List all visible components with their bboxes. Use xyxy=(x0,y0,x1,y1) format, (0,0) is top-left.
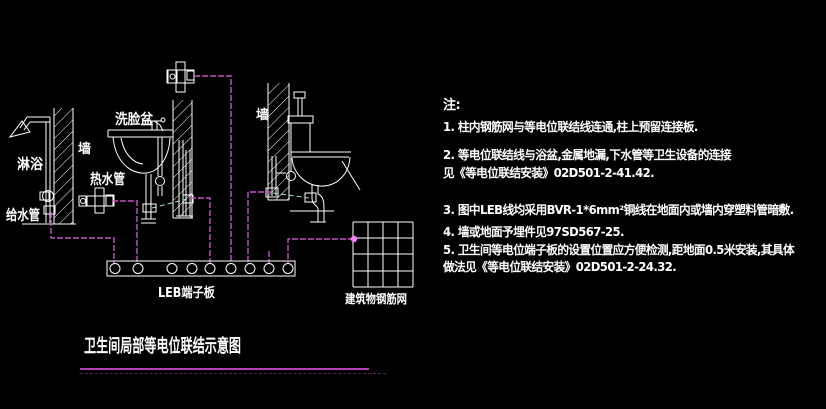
leb-line-mesh xyxy=(287,238,354,263)
label-leader xyxy=(153,120,164,132)
toilet-drain xyxy=(290,185,334,223)
wall-right-label: 墙 xyxy=(256,107,269,123)
leb-line-toilet xyxy=(247,191,272,263)
title-underline-dashed xyxy=(80,373,386,374)
wall-pipes xyxy=(176,140,194,217)
terminal-circle xyxy=(204,263,216,274)
note-line: 2. 等电位联结线与浴盆,金属地漏,下水管等卫生设备的连接 xyxy=(443,148,731,162)
toilet-bowl xyxy=(291,156,351,187)
steel-mesh-grid xyxy=(350,221,414,288)
leb-line-washbasin xyxy=(190,197,211,263)
note-line: 见《等电位联结安装》02D501-2-41.42. xyxy=(443,166,655,180)
leb-line-shower xyxy=(50,212,115,263)
shower-head-icon xyxy=(8,120,31,138)
bonding-jumper xyxy=(151,198,188,209)
note-line: 做法见《等电位联结安装》02D501-2-24.32. xyxy=(443,260,677,274)
terminal-circle xyxy=(166,263,178,274)
leb-terminal-board xyxy=(106,260,296,277)
drawing-title: 卫生间局部等电位联结示意图 xyxy=(84,335,241,357)
pipe-clamp xyxy=(186,70,195,81)
wall-left-label: 墙 xyxy=(78,141,91,157)
terminal-circle xyxy=(225,263,237,274)
pipe-clamp xyxy=(182,194,194,204)
toilet xyxy=(271,91,361,196)
terminal-circle xyxy=(186,263,198,274)
washbasin-label: 洗脸盆 xyxy=(115,111,154,128)
bonding-terminal-hotwater xyxy=(78,187,115,214)
mesh-connection-dot xyxy=(350,235,358,243)
terminal-circle xyxy=(282,263,294,274)
steel-mesh-label: 建筑物钢筋网 xyxy=(344,291,407,306)
leb-board-label: LEB端子板 xyxy=(158,285,216,301)
supply-pipe-label: 给水管 xyxy=(6,207,40,224)
note-line: 3. 图中LEB线均采用BVR-1*6mm²铜线在地面内或墙内穿塑料管暗敷. xyxy=(443,203,794,217)
terminal-circle xyxy=(244,263,256,274)
leb-line-hotwater xyxy=(112,200,138,263)
hot-water-pipe-label: 热水管 xyxy=(90,171,125,188)
pipe-clamp xyxy=(142,203,157,213)
notes-header: 注: xyxy=(443,98,461,113)
shower-valve xyxy=(42,190,54,202)
wall-left xyxy=(22,108,76,225)
bonding-terminal-top xyxy=(166,61,195,93)
wall-right xyxy=(267,83,290,201)
terminal-circle xyxy=(132,263,144,274)
pipe-clamp xyxy=(39,191,50,201)
toilet-tank xyxy=(290,122,311,153)
washbasin-drain xyxy=(141,137,165,224)
terminal-circle xyxy=(263,263,275,274)
pipe-clamp xyxy=(43,205,56,215)
leb-line-top-cross xyxy=(194,75,232,263)
shower-fixture xyxy=(8,116,56,223)
washbasin xyxy=(107,117,173,174)
note-line: 4. 墙或地面予埋件见97SD567-25. xyxy=(443,225,624,239)
note-line: 1. 柱内钢筋网与等电位联结线连通,柱上预留连接板. xyxy=(443,120,698,134)
bonding-jumper xyxy=(272,192,310,199)
toilet-tank-lid xyxy=(287,115,314,124)
title-underline xyxy=(80,368,369,370)
terminal-circle xyxy=(109,263,121,274)
shower-label: 淋浴 xyxy=(17,156,44,173)
note-line: 5. 卫生间等电位端子板的设置位置应方便检测,距地面0.5米安装,其具体 xyxy=(443,243,795,257)
